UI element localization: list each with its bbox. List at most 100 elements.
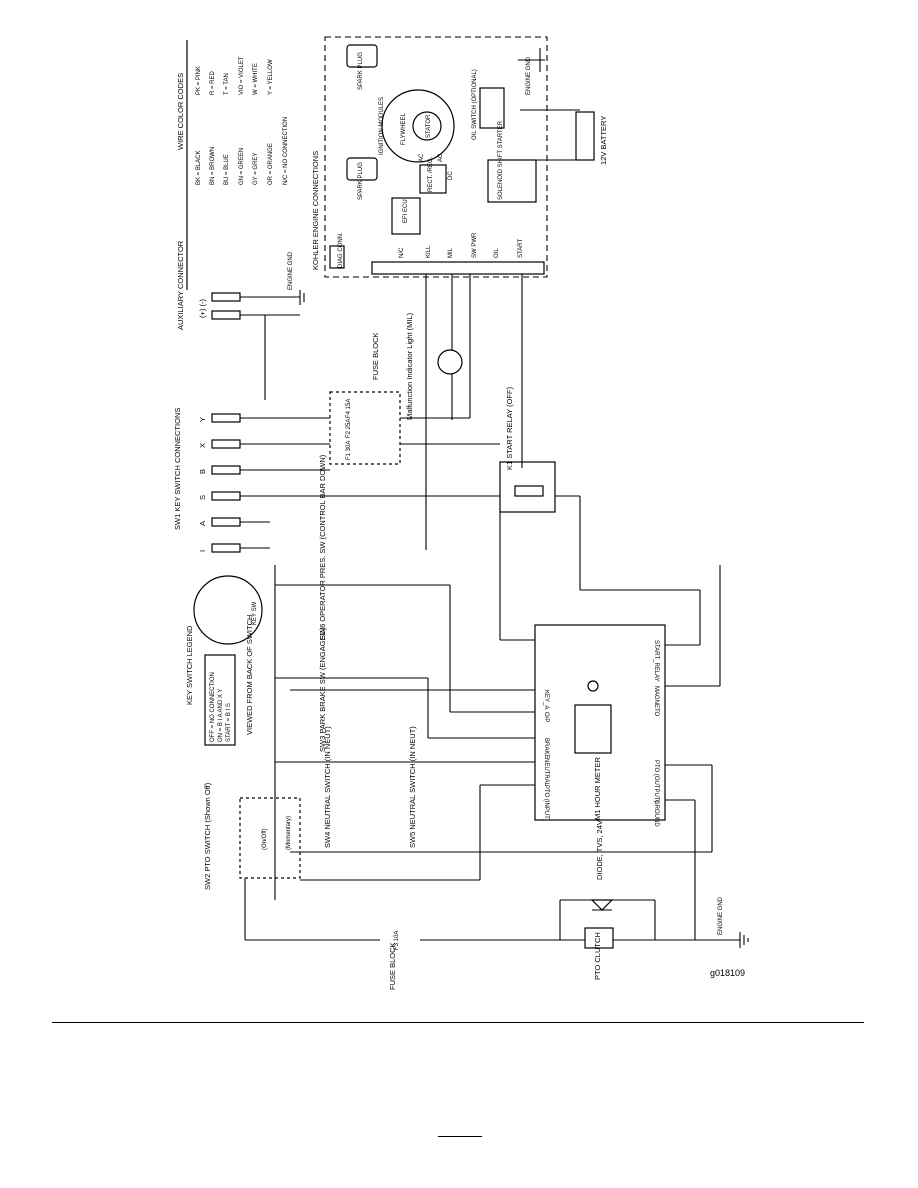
hm-start-relay: START_RELAY: [653, 640, 659, 682]
clutch-label: PTO CLUTCH: [593, 932, 602, 980]
spark-plug-top-label: SPARK PLUG: [358, 52, 364, 90]
hour-meter-title: M1 HOUR METER: [593, 756, 602, 820]
pin-swpwr: SW PWR: [472, 232, 478, 258]
pto-engine-gnd: ENGINE GND: [718, 896, 724, 935]
term-x: X: [198, 443, 207, 448]
hm-op: O/P: [543, 712, 549, 722]
term-i: I: [198, 550, 207, 552]
diag-conn: [329, 245, 345, 269]
legend-view: VIEWED FROM BACK OF SWITCH: [245, 615, 254, 735]
wire-codes-title: WIRE COLOR CODES: [176, 73, 185, 150]
legend-off: OFF = NO CONNECTION: [210, 672, 216, 742]
k1-label: K1 START RELAY (OFF): [505, 386, 514, 470]
wire-color-codes: WIRE COLOR CODES BK = BLACK BN = BROWN B…: [176, 40, 289, 290]
wire-code-y: Y = YELLOW: [268, 59, 274, 95]
pto-fuse: F3 10A: [394, 931, 400, 950]
term-a: A: [198, 521, 207, 526]
flywheel: [381, 89, 455, 163]
diag-label: DIAG CONN.: [338, 232, 344, 268]
kohler-title: KOHLER ENGINE CONNECTIONS: [311, 151, 320, 270]
fuse-f1: F1 30A: [346, 441, 352, 460]
spark-plug-top: [346, 44, 378, 68]
hm-pto-output: PTO (OUTPUT): [653, 760, 659, 803]
wire-code-r: R = RED: [210, 70, 216, 95]
figure-id: g018109: [710, 968, 745, 978]
oil-switch-label: OIL SWITCH (OPTIONAL): [472, 69, 478, 140]
sw2-onoff: (On/Off): [262, 828, 268, 850]
hm-pto-input: PTO (INPUT): [543, 785, 549, 821]
sw5-label: SW5 NEUTRAL SWITCH (IN NEUT): [408, 726, 417, 848]
pto-fuse-block: FUSE BLOCK: [388, 942, 397, 990]
wire-code-t: T = TAN: [224, 73, 230, 95]
battery-label: 12V BATTERY: [599, 116, 608, 165]
hm-neutral: NEUTRAL: [543, 758, 549, 787]
ac-label-1: AC: [419, 153, 425, 162]
sw1-key-switch: SW1 KEY SWITCH CONNECTIONS Y X B S A I: [173, 408, 241, 553]
pin-nc: N/C: [399, 247, 405, 258]
wire-code-w: W = WHITE: [253, 63, 259, 95]
wire-code-bk: BK = BLACK: [196, 150, 202, 185]
flywheel-label: FLYWHEEL: [401, 112, 407, 145]
rect-reg: [419, 164, 447, 194]
rect-reg-label: RECT. /REG.: [428, 156, 434, 192]
aux-engine-gnd: ENGINE GND: [288, 251, 294, 290]
legend-start: START = B I S: [226, 703, 232, 742]
spark-plug-bottom-label: SPARK PLUG: [358, 162, 364, 200]
sw2-momentary: (Momentary): [286, 816, 292, 850]
wire-code-bn: BN = BROWN: [210, 147, 216, 185]
wire-code-or: OR = ORANGE: [268, 143, 274, 185]
aux-polarity: (+) (-): [198, 299, 207, 318]
hm-ground: GROUND: [653, 800, 659, 827]
pin-mil: MIL: [448, 247, 454, 258]
aux-connector: AUXILIARY CONNECTOR (+) (-) ENGINE GND: [176, 240, 300, 330]
stator: [412, 111, 442, 141]
key-switch-face: [193, 575, 263, 645]
wire-code-gy: GY = GREY: [253, 153, 259, 185]
footer-divider: [52, 1022, 864, 1023]
pto-clutch: DIODE, TVS, 24V PTO CLUTCH F3 10A FUSE B…: [388, 820, 724, 990]
fuse-f2: F2 25A: [346, 419, 352, 438]
efi-label: EFI ECU: [403, 199, 409, 223]
battery: [575, 111, 595, 161]
fuse-block-title: FUSE BLOCK: [371, 332, 380, 380]
legend-title: KEY SWITCH LEGEND: [185, 625, 194, 705]
aux-title: AUXILIARY CONNECTOR: [176, 240, 185, 330]
kohler-connector: [371, 261, 545, 275]
mil-lamp: Malfunction Indicator Light (MIL): [405, 312, 463, 420]
wire-code-pk: PK = PINK: [196, 66, 202, 95]
wire-code-bu: BU = BLUE: [224, 154, 230, 185]
fuse-block: FUSE BLOCK F4 15A F2 25A F1 30A: [329, 332, 401, 465]
sw6-label: SW6 OPERATOR PRES. SW (CONTROL BAR DOWN): [318, 454, 327, 640]
legend-on: ON = B I A AND X Y: [218, 689, 224, 742]
wiring: [240, 274, 749, 948]
diode-label: DIODE, TVS, 24V: [595, 820, 604, 880]
k1-start-relay: K1 START RELAY (OFF): [499, 386, 556, 513]
oil-switch: [479, 87, 505, 129]
wire-code-nc: N/C = NO CONNECTION: [283, 117, 289, 185]
term-b: B: [198, 469, 207, 474]
stator-label: STATOR: [426, 114, 432, 138]
ignition-label: IGNITION MODULES: [379, 97, 385, 155]
key-sw-label: KEY SW: [252, 601, 258, 625]
kohler-engine: KOHLER ENGINE CONNECTIONS SPARK PLUG SPA…: [311, 36, 608, 278]
page-number-rule: [438, 1136, 482, 1137]
sw4-label: SW4 NEUTRAL SWITCH (IN NEUT): [323, 726, 332, 848]
term-s: S: [198, 495, 207, 500]
pin-kill: KILL: [426, 245, 432, 258]
hour-meter: M1 HOUR METER START_RELAY MAGNETO PTO (O…: [534, 624, 666, 827]
fuse-f4: F4 15A: [346, 399, 352, 418]
efi-ecu: [391, 197, 421, 235]
spark-plug-bottom: [346, 157, 378, 181]
dc-label: DC: [448, 171, 454, 180]
hm-magneto: MAGNETO: [653, 686, 659, 717]
key-switch-legend: KEY SWITCH LEGEND OFF = NO CONNECTION ON…: [185, 575, 263, 746]
pin-oil: OIL: [494, 248, 500, 258]
solenoid-label: SOLENOID SHIFT STARTER: [498, 120, 504, 200]
sw2-label: SW2 PTO SWITCH (Shown Off): [203, 782, 212, 890]
kohler-engine-gnd: ENGINE GND: [526, 56, 532, 95]
hm-key-a: KEY_A: [543, 690, 549, 709]
ac-label-2: AC: [438, 153, 444, 162]
solenoid-starter: [487, 159, 537, 203]
mil-label: Malfunction Indicator Light (MIL): [405, 312, 414, 420]
